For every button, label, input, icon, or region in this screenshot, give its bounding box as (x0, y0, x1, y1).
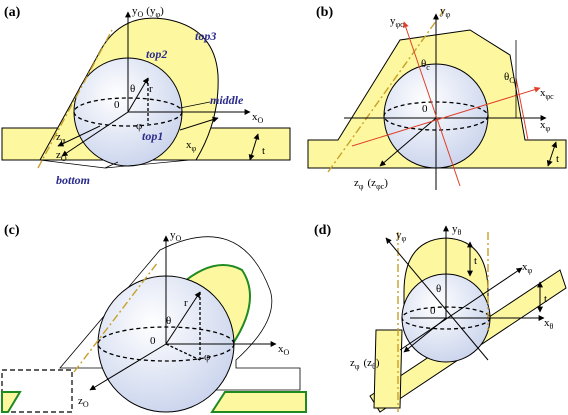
panel-a: (a) yO(yφ) xO zO zφ xφ θ r φ 0 t top1 to… (1, 5, 291, 187)
z-axis-label-a: zO (56, 149, 67, 163)
t1-label-d: t (474, 255, 477, 267)
xphic-axis-b (351, 86, 541, 147)
thickness-arrow-b (546, 141, 558, 167)
y-axis-label-c: yO (170, 229, 182, 243)
yphic-axis-b (402, 21, 461, 187)
ztheta-axis-d (403, 317, 447, 353)
pointer-bottom-1 (39, 159, 106, 169)
label-middle: middle (210, 93, 244, 107)
tangent-line-b (327, 9, 445, 173)
r-line-a (127, 77, 149, 113)
z-axis-a (61, 111, 129, 157)
xphi-axis-a (179, 116, 219, 131)
thickness-arrow-a (248, 133, 260, 161)
zphi-axis-a (57, 125, 101, 147)
label-bottom: bottom (56, 173, 90, 187)
theta-label-a: θ (130, 83, 135, 95)
z-axis-b (379, 117, 437, 167)
pointer-middle (179, 101, 211, 109)
r-line-c (165, 291, 201, 345)
yphic-label-b: yφc (390, 15, 404, 29)
t2-label-d: t (544, 293, 547, 305)
phi-label-c: φ (204, 351, 210, 363)
origin-label-b: 0 (422, 103, 428, 115)
left-strip-d (373, 329, 403, 409)
yphi-axis-d (385, 237, 489, 361)
ytheta-label-d: yθ (452, 223, 462, 237)
panel-label-d: (d) (314, 223, 331, 238)
origin-label-a: 0 (114, 99, 120, 111)
zphi-label-b: zφ(zφc) (354, 177, 388, 191)
panel-d: (d) yφ yθ xφ xθ θ 0 t t zφ(zθ) (314, 223, 567, 413)
origin-label-d: 0 (430, 305, 436, 317)
phi-line-c (165, 343, 201, 361)
tangent-line-c (73, 261, 159, 373)
panel-b: (b) yφ yφc θc θC xφc xφ 0 t zφ(zφc) (307, 5, 567, 191)
theta-c2-label-b: θC (504, 71, 515, 85)
theta-label-c: θ (166, 315, 171, 327)
label-top2: top2 (146, 47, 167, 61)
pointer-bottom-2 (104, 159, 191, 169)
label-top1: top1 (142, 129, 163, 143)
xphi-label-d: xφ (522, 261, 533, 275)
r-label-a: r (149, 83, 153, 95)
t-label-a: t (262, 145, 265, 157)
tangent-line-a (37, 29, 113, 169)
xphi-label-a: xφ (186, 139, 197, 153)
green-slab-left (1, 391, 22, 413)
r-label-c: r (184, 297, 188, 309)
y-axis-label-a: yO(yφ) (132, 5, 164, 19)
xtheta-label-d: xθ (544, 317, 554, 331)
z-axis-label-c: zO (78, 395, 89, 409)
panel-label-c: (c) (4, 223, 20, 238)
origin-label-c: 0 (150, 335, 156, 347)
theta-c1-label-b: θc (421, 58, 430, 72)
xphic-label-b: xφc (540, 87, 554, 101)
x-axis-label-c: xO (278, 343, 290, 357)
normal-b (515, 77, 529, 141)
theta-label-d: θ (436, 283, 441, 295)
x-axis-label-a: xO (252, 111, 264, 125)
label-top3: top3 (195, 29, 216, 43)
phi-label-a: φ (136, 120, 142, 132)
pointer-bottom-3 (104, 161, 119, 169)
green-slab-right (210, 391, 307, 413)
xphi-label-b: xφ (540, 119, 551, 133)
yphi-label-d: yφ (396, 229, 407, 243)
z-axis-c (89, 343, 167, 391)
outline-shell-c (59, 236, 301, 391)
zphi-label-d: zφ(zθ) (350, 357, 380, 371)
panel-label-b: (b) (316, 5, 333, 20)
zphi-label-a: zφ (56, 131, 66, 145)
yphi-label-b: yφ (440, 5, 451, 19)
t-label-b: t (556, 153, 559, 165)
panel-c: (c) yO xO zO θ r φ 0 (1, 223, 307, 413)
panel-label-a: (a) (4, 5, 21, 20)
xphi-axis-d (399, 267, 523, 351)
